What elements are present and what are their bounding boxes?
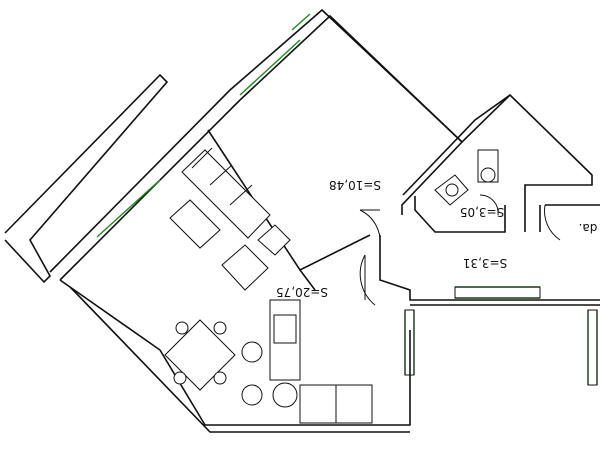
hall-walls	[379, 204, 600, 306]
toilet	[477, 149, 499, 183]
sofa	[181, 147, 271, 239]
balcony	[4, 73, 169, 284]
armchair	[221, 224, 291, 291]
window-frames	[404, 286, 598, 386]
dining-table	[164, 319, 236, 391]
kitchen-counter	[241, 299, 373, 424]
living-area-label: S=20,75	[276, 285, 328, 299]
bathroom-area-label: S=3,05	[460, 205, 504, 219]
doors	[359, 194, 561, 306]
hall-area-text: S=3,31	[463, 256, 507, 270]
partial-room-text: da.	[579, 221, 598, 235]
partial-room-label: da.	[579, 221, 598, 235]
living-area-text: S=20,75	[276, 285, 328, 299]
bedroom-area-label: S=10,48	[329, 178, 381, 192]
hall-area-label: S=3,31	[463, 256, 507, 270]
bedroom-area-text: S=10,48	[329, 178, 381, 192]
bathroom-area-text: S=3,05	[460, 205, 504, 219]
bathroom-walls	[402, 93, 593, 233]
windows	[96, 13, 598, 385]
coffee-table	[169, 199, 221, 249]
bath-sink	[434, 174, 469, 206]
